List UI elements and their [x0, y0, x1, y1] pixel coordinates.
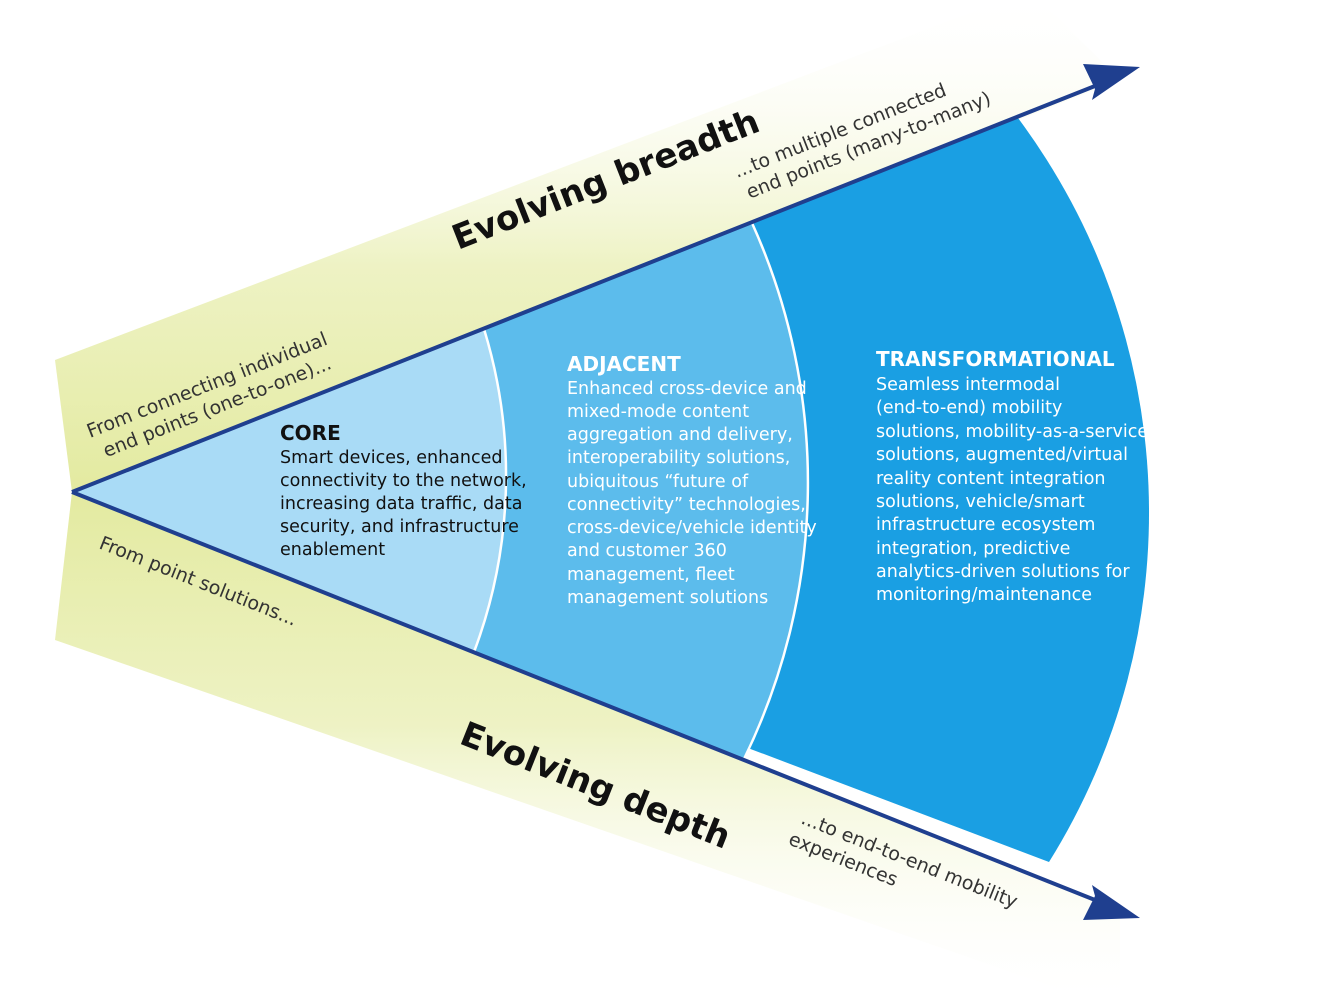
transformational-line-9: analytics-driven solutions for — [876, 562, 1130, 582]
breadth-band — [55, 0, 1120, 492]
adjacent-line-8: and customer 360 — [567, 541, 727, 561]
adjacent-line-3: aggregation and delivery, — [567, 425, 793, 445]
core-boundary-arc — [472, 328, 508, 653]
breadth-arrowhead — [1083, 64, 1140, 100]
transformational-line-10: monitoring/maintenance — [876, 585, 1092, 605]
depth-arrowhead — [1083, 885, 1140, 920]
core-line-3: increasing data traffic, data — [280, 494, 522, 514]
core-heading: CORE — [280, 421, 341, 445]
adjacent-line-7: cross-device/vehicle identity — [567, 518, 817, 538]
transformational-line-7: infrastructure ecosystem — [876, 515, 1095, 535]
adjacent-boundary-arc — [742, 222, 810, 760]
transformational-line-8: integration, predictive — [876, 539, 1070, 559]
transformational-line-2: (end-to-end) mobility — [876, 398, 1062, 418]
core-line-5: enablement — [280, 540, 385, 560]
core-line-4: security, and infrastructure — [280, 517, 519, 537]
core-text-block: CORE Smart devices, enhanced connectivit… — [280, 421, 527, 560]
transformational-line-1: Seamless intermodal — [876, 375, 1060, 395]
adjacent-heading: ADJACENT — [567, 352, 681, 376]
transformational-line-3: solutions, mobility-as-a-service — [876, 422, 1148, 442]
depth-arrow-line — [71, 490, 1101, 904]
transformational-text-block: TRANSFORMATIONAL Seamless intermodal (en… — [876, 347, 1148, 605]
adjacent-line-2: mixed-mode content — [567, 402, 749, 422]
core-line-2: connectivity to the network, — [280, 471, 527, 491]
adjacent-line-5: ubiquitous “future of — [567, 472, 749, 492]
adjacent-line-9: management, fleet — [567, 565, 735, 585]
adjacent-line-4: interoperability solutions, — [567, 448, 790, 468]
transformational-heading: TRANSFORMATIONAL — [876, 347, 1115, 371]
transformational-line-6: solutions, vehicle/smart — [876, 492, 1085, 512]
adjacent-line-10: management solutions — [567, 588, 768, 608]
transformational-line-4: solutions, augmented/virtual — [876, 445, 1128, 465]
core-line-1: Smart devices, enhanced — [280, 448, 502, 468]
core-zone — [72, 329, 507, 652]
adjacent-line-6: connectivity” technologies, — [567, 495, 806, 515]
adjacent-line-1: Enhanced cross-device and — [567, 379, 807, 399]
breadth-arrow-line — [71, 82, 1101, 494]
transformational-line-5: reality content integration — [876, 469, 1106, 489]
adjacent-text-block: ADJACENT Enhanced cross-device and mixed… — [567, 352, 817, 608]
depth-band — [55, 492, 1120, 1005]
